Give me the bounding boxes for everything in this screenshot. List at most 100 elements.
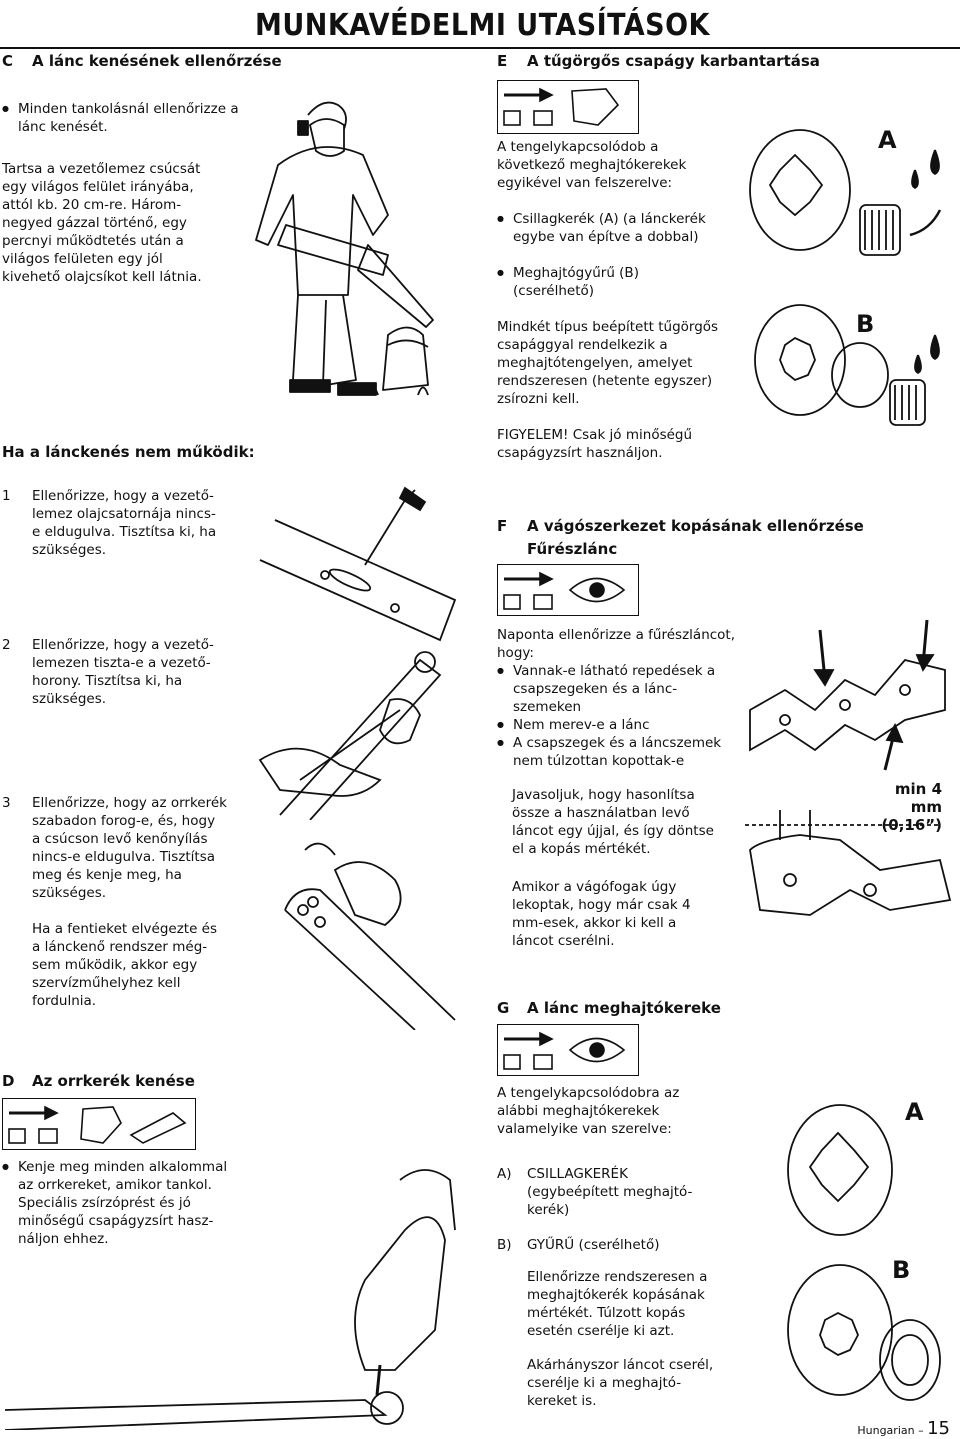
section-letter: E: [497, 52, 508, 70]
section-title: A lánc meghajtókereke: [527, 999, 721, 1017]
text-line: FIGYELEM! Csak jó minőségű: [497, 427, 693, 443]
text-line: Csillagkerék (A) (a lánckerék: [513, 211, 706, 227]
section-title: Az orrkerék kenése: [32, 1072, 195, 1090]
item-key: A): [497, 1166, 512, 1182]
text-line: el a kopás mértékét.: [512, 841, 651, 857]
text-line: meghajtótengelyen, amelyet: [497, 355, 693, 371]
text-line: egybe van építve a dobbal): [513, 229, 699, 245]
text-line: valamelyike van szerelve:: [497, 1121, 672, 1137]
section-d-body: Kenje meg minden alkalommal az orrkereke…: [2, 1158, 242, 1248]
grease-gun-nose-illustration: [5, 1169, 456, 1430]
text-line: szemeken: [513, 699, 582, 715]
text-line: a lánckenő rendszer még-: [32, 939, 208, 955]
section-g-intro: A tengelykapcsolódobra az alábbi meghajt…: [497, 1084, 737, 1138]
text-line: nincs-e eldugulva. Tisztítsa: [32, 849, 216, 865]
symbol-strip-e: [497, 80, 639, 134]
text-line: szükséges.: [32, 542, 107, 558]
text-line: (cserélhető): [513, 283, 595, 299]
section-c-heading: C A lánc kenésének ellenőrzése: [2, 52, 282, 70]
title-rule: [0, 47, 960, 49]
text-line: következő meghajtókerekek: [497, 157, 687, 173]
text-line: Speciális zsírzóprést és jó: [18, 1195, 191, 1211]
footer: Hungarian – 15: [857, 1418, 950, 1439]
section-letter: F: [497, 517, 508, 535]
text-line: Amikor a vágófogak úgy: [512, 879, 677, 895]
section-title: A tűgörgős csapágy karbantartása: [527, 52, 820, 70]
text-line: horony. Tisztítsa ki, ha: [32, 673, 183, 689]
text-line: össze a használatban levő: [512, 805, 690, 821]
min-mm-text: min 4 mm: [894, 780, 942, 816]
symbol-strip-d: [2, 1098, 196, 1150]
text-line: Naponta ellenőrizze a fűrészláncot,: [497, 627, 736, 643]
section-title: A lánc kenésének ellenőrzése: [32, 52, 282, 70]
nose-sprocket-check-illustration: [284, 842, 456, 1030]
text-line: egyikével van felszerelve:: [497, 175, 673, 191]
bar-groove-cleaning-illustration: [258, 651, 442, 820]
cutter-tooth-illustration: [745, 810, 952, 916]
text-line: Tartsa a vezetőlemez csúcsát: [2, 161, 201, 177]
text-line: Ellenőrizze, hogy a vezető-: [32, 637, 214, 653]
bar-screwdriver-illustration: [259, 486, 457, 642]
text-line: láncot cserélni.: [512, 933, 615, 949]
section-f-para1: Javasoljuk, hogy hasonlítsa össze a hasz…: [512, 786, 742, 858]
section-letter: G: [497, 999, 510, 1017]
item-key: B): [497, 1237, 512, 1253]
label-a: A: [878, 126, 897, 154]
text-line: e eldugulva. Tisztítsa ki, ha: [32, 524, 217, 540]
text-line: zsírozni kell.: [497, 391, 580, 407]
text-line: szervízműhelyhez kell: [32, 975, 181, 991]
text-line: az orrkereket, amikor tankol.: [18, 1177, 212, 1193]
text-line: szabadon forog-e, és, hogy: [32, 813, 216, 829]
text-line: szükséges.: [32, 691, 107, 707]
text-line: Akárhányszor láncot cserél,: [527, 1357, 714, 1373]
text-line: GYŰRŰ (cserélhető): [527, 1237, 660, 1253]
arrow-glove-grease-icon: [8, 1105, 187, 1144]
min-wear-label: min 4 mm (0,16”): [862, 780, 942, 834]
section-g-item-a: A) CSILLAGKERÉK (egybeépített meghajtó- …: [497, 1165, 737, 1219]
arrow-eye-icon: [503, 1031, 626, 1070]
list-item: Kenje meg minden alkalommal az orrkereke…: [2, 1158, 242, 1248]
text-line: alábbi meghajtókerekek: [497, 1103, 660, 1119]
page-title: MUNKAVÉDELMI UTASÍTÁSOK: [255, 8, 710, 43]
text-line: rendszeresen (hetente egyszer): [497, 373, 713, 389]
text-line: Ellenőrizze, hogy az orrkerék: [32, 795, 227, 811]
after-note: Ha a fentieket elvégezte és a lánckenő r…: [32, 920, 247, 1010]
list-item: Csillagkerék (A) (a lánckerék egybe van é…: [497, 210, 737, 246]
text-line: Ellenőrizze, hogy a vezető-: [32, 488, 214, 504]
list-item: Meghajtógyűrű (B) (cserélhető): [497, 264, 737, 300]
text-line: attól kb. 20 cm-re. Három-: [2, 197, 182, 213]
text-line: a csúcson levő kenőnyílás: [32, 831, 208, 847]
text-line: meghajtókerék kopásának: [527, 1287, 705, 1303]
operator-chainsaw-illustration: [255, 101, 434, 396]
section-letter: C: [2, 52, 14, 70]
text-line: szükséges.: [32, 885, 107, 901]
section-g-para1: Ellenőrizze rendszeresen a meghajtókerék…: [527, 1268, 737, 1340]
fail-heading: Ha a lánckenés nem működik:: [2, 443, 255, 461]
text-line: (egybeépített meghajtó-: [527, 1184, 693, 1200]
text-line: cserélje ki a meghajtó-: [527, 1375, 682, 1391]
list-item: Nem merev-e a lánc: [497, 716, 742, 734]
section-e-body: A tengelykapcsolódob a következő meghajt…: [497, 138, 737, 462]
step-2: 2 Ellenőrizze, hogy a vezető- lemezen ti…: [2, 636, 242, 708]
text-line: láncot egy újjal, és így döntse: [512, 823, 714, 839]
section-g-item-b: B) GYŰRŰ (cserélhető): [497, 1236, 737, 1254]
text-line: esetén cserélje ki azt.: [527, 1323, 675, 1339]
section-c-body: Minden tankolásnál ellenőrizze a lánc ke…: [2, 100, 242, 286]
text-line: CSILLAGKERÉK: [527, 1166, 628, 1182]
text-line: csapágyzsírt használjon.: [497, 445, 663, 461]
text-line: fordulnia.: [32, 993, 97, 1009]
section-e-heading: E A tűgörgős csapágy karbantartása: [497, 52, 820, 70]
text-line: lekoptak, hogy már csak 4: [512, 897, 691, 913]
min-inch-text: (0,16”): [881, 816, 942, 834]
arrow-eye-icon: [503, 571, 626, 610]
text-line: Meghajtógyűrű (B): [513, 265, 639, 281]
saw-chain-wear-illustration: [749, 619, 946, 771]
text-line: Javasoljuk, hogy hasonlítsa: [512, 787, 695, 803]
text-line: meg és kenje meg, ha: [32, 867, 182, 883]
step-3: 3 Ellenőrizze, hogy az orrkerék szabadon…: [2, 794, 242, 902]
symbol-strip-f: [497, 564, 639, 616]
section-g-heading: G A lánc meghajtókereke: [497, 999, 721, 1017]
